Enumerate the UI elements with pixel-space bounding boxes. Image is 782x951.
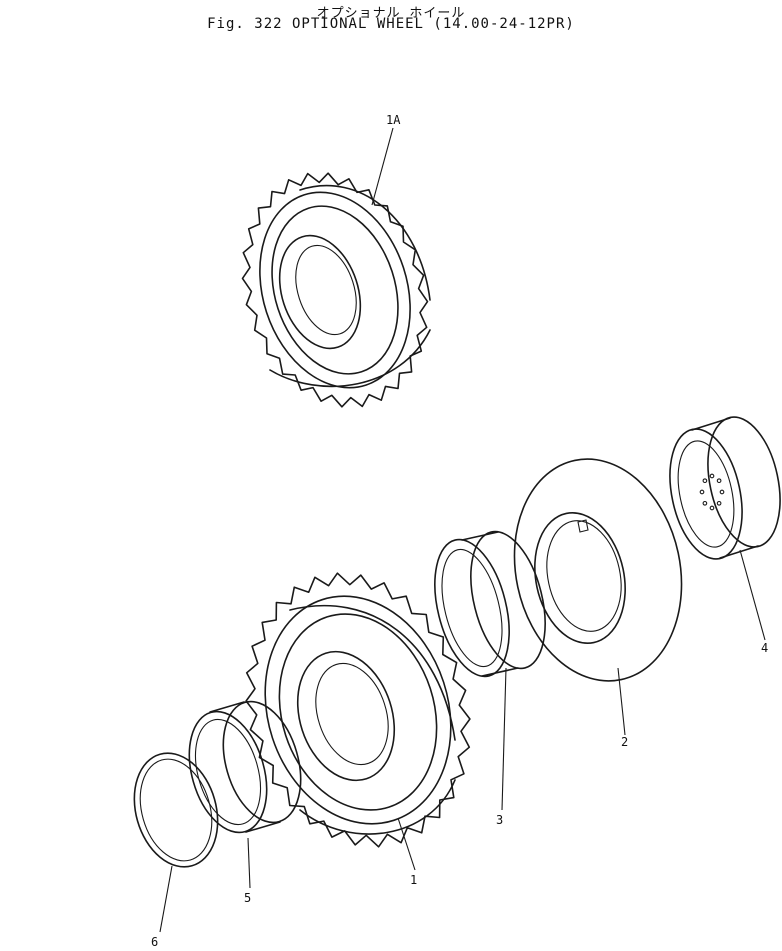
- tire-1: [245, 572, 471, 848]
- tread-outline: [245, 572, 471, 848]
- bolt-hole: [716, 478, 722, 484]
- callout-6: 6: [151, 935, 158, 949]
- callout-1a: 1A: [386, 113, 401, 127]
- tire-1a: [241, 172, 431, 408]
- wheel-rim-4: [669, 416, 781, 560]
- bolt-hole: [702, 500, 708, 506]
- rim-ring-3: [434, 530, 546, 678]
- callout-5: 5: [244, 891, 251, 905]
- bolt-hole: [709, 473, 715, 479]
- tread-outline: [241, 172, 429, 408]
- callout-4: 4: [761, 641, 768, 655]
- bolt-hole: [719, 489, 725, 495]
- bolt-hole: [716, 500, 722, 506]
- lock-ring-6: [133, 752, 219, 868]
- bolt-hole: [702, 478, 708, 484]
- callout-3: 3: [496, 813, 503, 827]
- figure-title: Fig. 322 OPTIONAL WHEEL (14.00-24-12PR): [207, 16, 575, 32]
- japanese-title: オプショナル ホイール: [316, 6, 466, 21]
- side-ring-5: [188, 700, 302, 834]
- flap-2: [513, 458, 683, 682]
- bolt-hole: [699, 489, 705, 495]
- bolt-hole: [709, 505, 715, 511]
- callout-1: 1: [410, 873, 417, 887]
- callout-2: 2: [621, 735, 628, 749]
- leader-lines: [159, 127, 766, 933]
